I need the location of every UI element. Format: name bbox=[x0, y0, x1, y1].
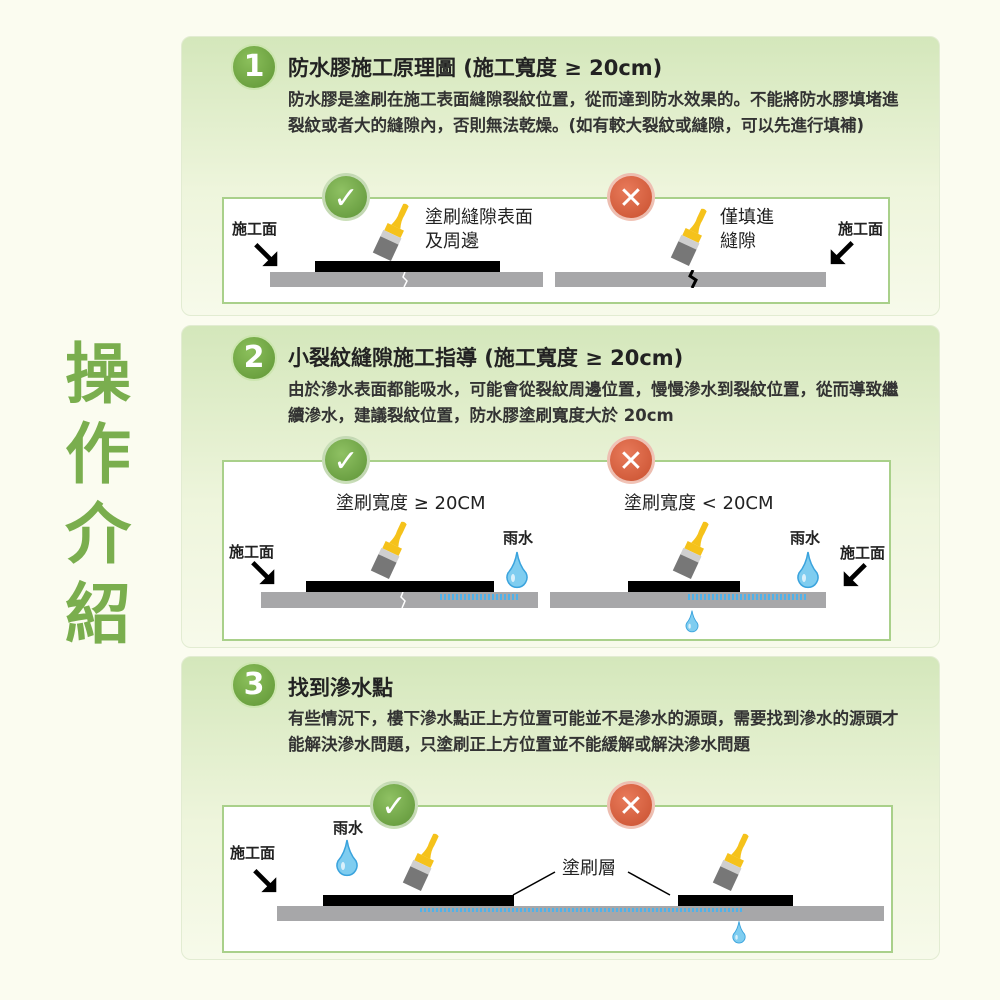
check-icon: ✓ bbox=[370, 781, 418, 829]
brush-icon bbox=[400, 830, 444, 900]
water-seepage bbox=[420, 908, 742, 912]
water-seepage bbox=[440, 594, 520, 600]
coating-layer bbox=[315, 261, 500, 272]
water-drop-icon bbox=[684, 610, 700, 634]
brush-icon bbox=[668, 205, 712, 275]
crack-icon bbox=[400, 592, 406, 608]
brush-icon bbox=[670, 518, 714, 588]
leader-lines bbox=[512, 871, 671, 896]
cross-icon: ✕ bbox=[607, 436, 655, 484]
surface-label: 施工面 bbox=[838, 220, 884, 238]
crack-icon bbox=[688, 270, 698, 288]
rain-label: 雨水 bbox=[790, 529, 821, 547]
water-drop-icon bbox=[504, 550, 530, 592]
good-caption: 塗刷寬度 ≥ 20CM bbox=[336, 493, 486, 514]
surface-slab bbox=[555, 272, 826, 287]
coating-layer bbox=[323, 895, 514, 906]
arrow-down-left-icon bbox=[827, 238, 855, 266]
surface-label: 施工面 bbox=[229, 543, 275, 561]
good-caption: 塗刷縫隙表面 及周邊 bbox=[425, 207, 533, 252]
cross-icon: ✕ bbox=[607, 781, 655, 829]
diagram-box-1 bbox=[222, 197, 890, 304]
section-title-1: 防水膠施工原理圖 (施工寬度 ≥ 20cm) bbox=[288, 56, 663, 80]
check-icon: ✓ bbox=[322, 436, 370, 484]
coating-caption: 塗刷層 bbox=[562, 858, 616, 879]
brush-icon bbox=[368, 518, 412, 588]
arrow-down-right-icon bbox=[250, 558, 278, 586]
bad-caption: 僅填進 縫隙 bbox=[720, 207, 774, 252]
section-body-1: 防水膠是塗刷在施工表面縫隙裂紋位置，從而達到防水效果的。不能將防水膠填堵進裂紋或… bbox=[288, 90, 899, 135]
step-number-3: 3 bbox=[231, 662, 277, 708]
arrow-down-right-icon bbox=[253, 240, 281, 268]
coating-layer bbox=[678, 895, 793, 906]
water-seepage bbox=[688, 594, 808, 600]
section-body-2: 由於滲水表面都能吸水，可能會從裂紋周邊位置，慢慢滲水到裂紋位置，從而導致繼續滲水… bbox=[288, 380, 899, 425]
rain-label: 雨水 bbox=[503, 529, 534, 547]
diagram-box-2 bbox=[222, 460, 891, 641]
diagram-box-3 bbox=[222, 805, 893, 953]
brush-icon bbox=[370, 200, 414, 270]
bad-caption: 塗刷寬度 < 20CM bbox=[624, 493, 774, 514]
water-drop-icon bbox=[795, 550, 821, 592]
section-body-3: 有些情況下，樓下滲水點正上方位置可能並不是滲水的源頭，需要找到滲水的源頭才能解決… bbox=[288, 709, 899, 754]
crack-icon bbox=[402, 272, 408, 287]
section-title-2: 小裂紋縫隙施工指導 (施工寬度 ≥ 20cm) bbox=[288, 346, 684, 370]
water-drop-icon bbox=[334, 838, 360, 880]
rain-label: 雨水 bbox=[333, 819, 364, 837]
step-number-1: 1 bbox=[231, 44, 277, 90]
coating-layer bbox=[628, 581, 740, 592]
step-number-2: 2 bbox=[231, 335, 277, 381]
section-title-3: 找到滲水點 bbox=[288, 676, 393, 700]
arrow-down-right-icon bbox=[252, 866, 280, 894]
side-title: 操 作 介 紹 bbox=[65, 336, 131, 653]
arrow-down-left-icon bbox=[840, 560, 868, 588]
surface-label: 施工面 bbox=[232, 220, 278, 238]
brush-icon bbox=[710, 830, 754, 900]
coating-layer bbox=[306, 581, 494, 592]
surface-label: 施工面 bbox=[840, 544, 886, 562]
water-drop-icon bbox=[731, 920, 747, 946]
surface-label: 施工面 bbox=[230, 844, 276, 862]
check-icon: ✓ bbox=[322, 173, 370, 221]
cross-icon: ✕ bbox=[607, 173, 655, 221]
